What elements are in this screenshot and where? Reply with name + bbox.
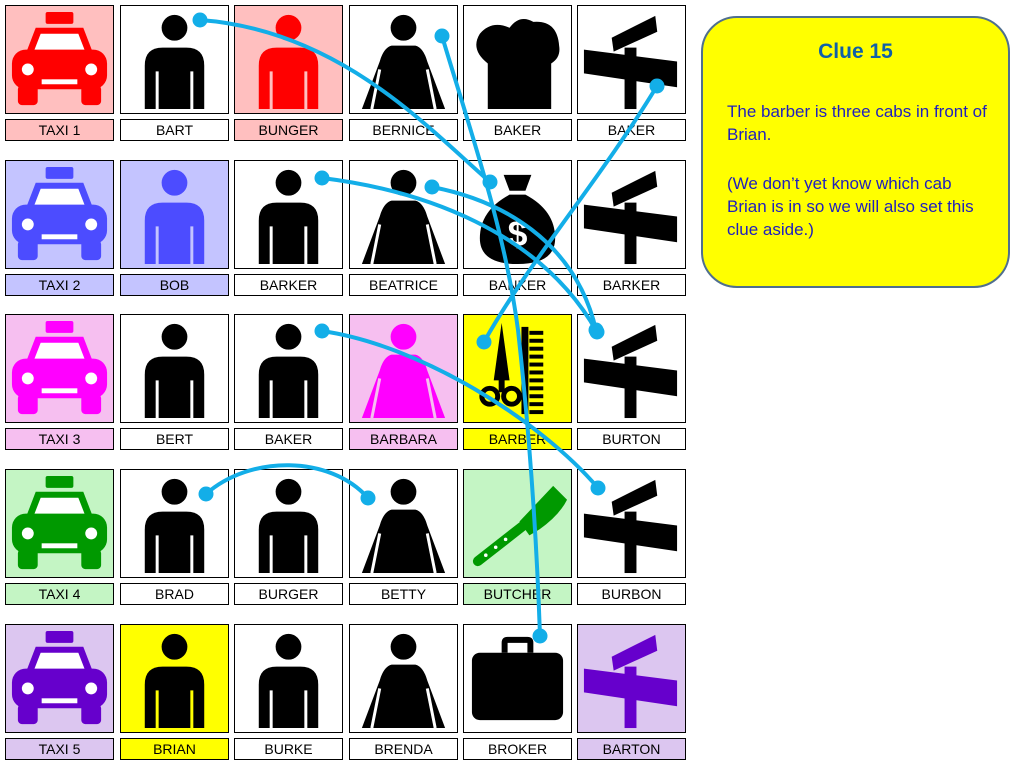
clue-note: (We don’t yet know which cab Brian is in… [727,174,974,239]
cell-bernice [349,5,458,114]
man-icon [144,169,205,265]
taxi-label: TAXI 3 [5,428,114,450]
cell-barton [577,624,686,733]
cell-label-bart: BART [120,119,229,141]
cell-label-bunger: BUNGER [234,119,343,141]
street-sign-icon [583,170,678,265]
cell-label-burbon: BURBON [577,583,686,605]
cell-label-barton: BARTON [577,738,686,760]
woman-icon [361,14,446,110]
taxi-icon [11,475,108,570]
cell-label-burton: BURTON [577,428,686,450]
cell-label-bernice: BERNICE [349,119,458,141]
cell-label-betty: BETTY [349,583,458,605]
street-sign-icon [583,15,678,110]
cell-brad [120,469,229,578]
cell-label-beatrice: BEATRICE [349,274,458,296]
cell-burger [234,469,343,578]
cell-label-barbara: BARBARA [349,428,458,450]
man-icon [144,633,205,729]
cell-baker [234,314,343,423]
cell-barbara [349,314,458,423]
man-icon [144,478,205,574]
taxi-icon [11,11,108,106]
cell-label-baker: BAKER [234,428,343,450]
cell-label-baker: BAKER [577,119,686,141]
street-sign-icon [583,634,678,729]
taxi-icon [11,630,108,725]
taxi-icon [11,320,108,415]
cell-label-barker: BARKER [577,274,686,296]
woman-icon [361,633,446,729]
money-bag-icon: $ [479,174,556,265]
woman-icon [361,478,446,574]
cell-label-bob: BOB [120,274,229,296]
man-icon [258,633,319,729]
street-sign-icon [583,324,678,419]
cell-burke [234,624,343,733]
taxi-tile [5,314,114,423]
cell-brian [120,624,229,733]
cell-label-bert: BERT [120,428,229,450]
man-icon [258,323,319,419]
taxi-icon [11,166,108,261]
woman-icon [361,169,446,265]
cell-label-barber: BARBER [463,428,572,450]
taxi-tile [5,624,114,733]
clue-card: Clue 15 The barber is three cabs in fron… [701,16,1010,288]
cell-label-brenda: BRENDA [349,738,458,760]
man-icon [144,323,205,419]
taxi-label: TAXI 4 [5,583,114,605]
street-sign-icon [583,479,678,574]
man-icon [258,478,319,574]
taxi-label: TAXI 5 [5,738,114,760]
woman-icon [361,323,446,419]
taxi-tile [5,469,114,578]
cell-label-banker: BANKER [463,274,572,296]
taxi-label: TAXI 2 [5,274,114,296]
cell-betty [349,469,458,578]
cell-barker [577,160,686,269]
cell-brenda [349,624,458,733]
cell-label-brian: BRIAN [120,738,229,760]
cell-burbon [577,469,686,578]
cell-butcher [463,469,572,578]
clue-text: The barber is three cabs in front of Bri… [727,102,987,144]
taxi-label: TAXI 1 [5,119,114,141]
bread-icon [476,18,560,110]
taxi-tile [5,160,114,269]
cleaver-icon [472,485,568,567]
cell-label-burger: BURGER [234,583,343,605]
cell-barker [234,160,343,269]
cell-baker [463,5,572,114]
man-icon [258,169,319,265]
cell-label-baker: BAKER [463,119,572,141]
cell-bart [120,5,229,114]
cell-burton [577,314,686,423]
cell-beatrice [349,160,458,269]
cell-banker: $ [463,160,572,269]
cell-label-butcher: BUTCHER [463,583,572,605]
cell-bert [120,314,229,423]
cell-label-burke: BURKE [234,738,343,760]
man-icon [144,14,205,110]
taxi-tile [5,5,114,114]
cell-label-barker: BARKER [234,274,343,296]
cell-label-brad: BRAD [120,583,229,605]
cell-broker [463,624,572,733]
man-icon [258,14,319,110]
briefcase-icon [471,636,564,721]
svg-text:$: $ [508,214,528,254]
cell-barber [463,314,572,423]
barber-icon [479,322,544,415]
cell-bob [120,160,229,269]
cell-bunger [234,5,343,114]
clue-title: Clue 15 [818,40,893,63]
cell-label-broker: BROKER [463,738,572,760]
cell-baker [577,5,686,114]
